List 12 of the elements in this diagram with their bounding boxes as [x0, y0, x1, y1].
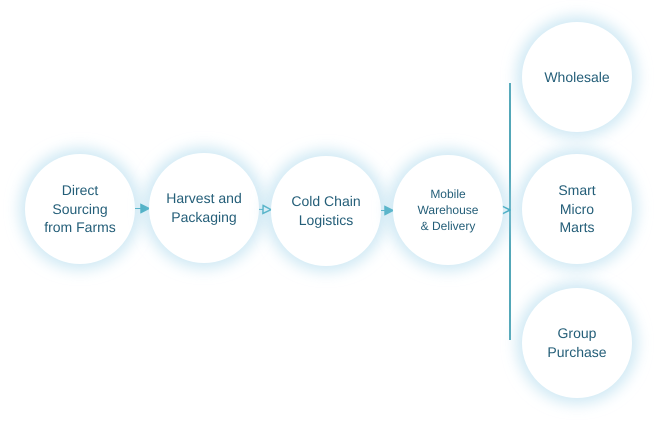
stage-label: Harvest and Packaging	[165, 189, 243, 227]
arrow	[258, 204, 272, 214]
stage-label: Mobile Warehouse & Delivery	[416, 186, 480, 234]
stage-label: Wholesale	[543, 68, 611, 86]
stage-label: Cold Chain Logistics	[290, 192, 362, 230]
arrow	[380, 206, 394, 216]
arrow	[134, 204, 150, 214]
divider-bar	[509, 83, 511, 340]
stage-label: Group Purchase	[546, 324, 608, 362]
stage-label: Direct Sourcing from Farms	[43, 180, 117, 238]
arrow	[501, 205, 511, 215]
stage-label: Smart Micro Marts	[557, 180, 597, 238]
